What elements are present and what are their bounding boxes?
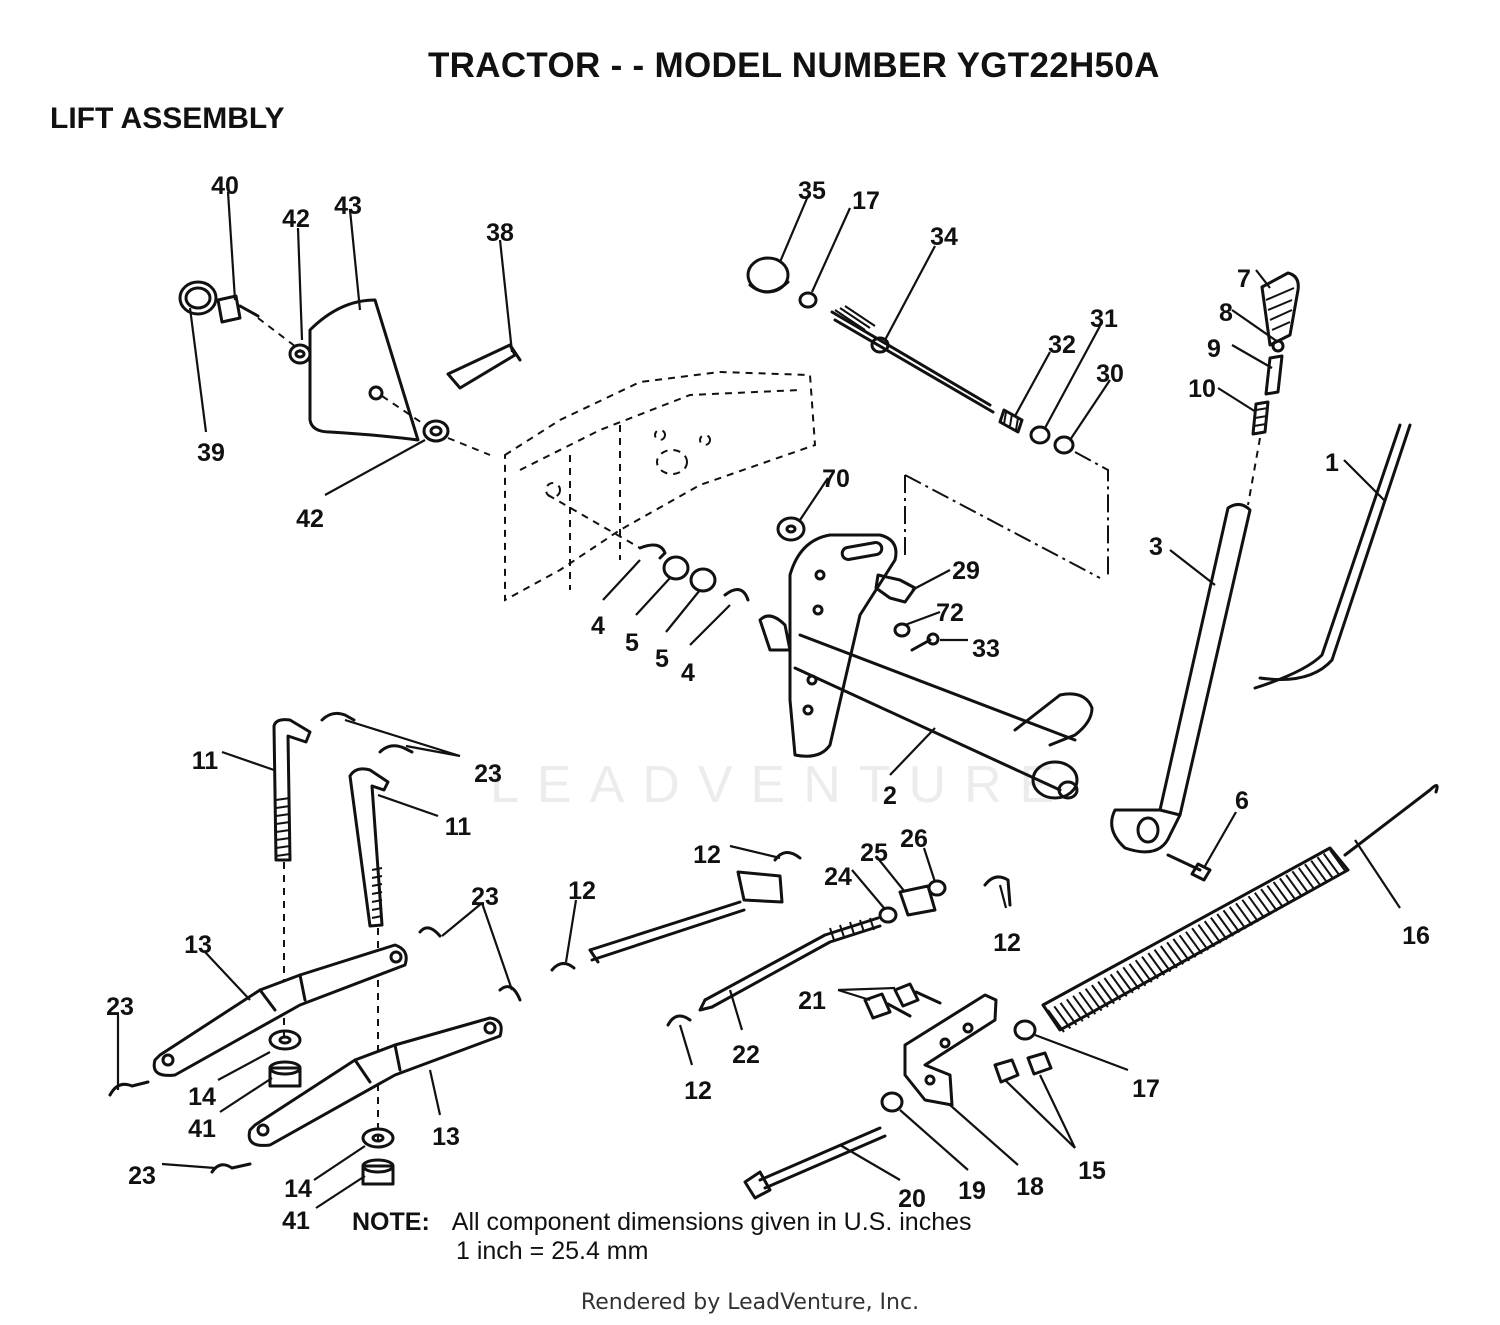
adjust-rod-group: [746, 256, 1109, 579]
lift-handle-group: [1110, 271, 1300, 854]
callout-33: 33: [972, 635, 1000, 663]
page-title: TRACTOR - - MODEL NUMBER YGT22H50A: [428, 46, 1160, 85]
callout-39: 39: [197, 439, 225, 467]
callout-24: 24: [824, 863, 852, 891]
callout-18: 18: [1016, 1173, 1044, 1201]
callout-6: 6: [1235, 787, 1249, 815]
bolt-6: [1166, 853, 1212, 882]
callout-14: 14: [188, 1083, 216, 1111]
spring-bracket-group: [743, 784, 1439, 1200]
callout-12: 12: [568, 877, 596, 905]
callout-2: 2: [883, 782, 897, 810]
callout-23: 23: [128, 1162, 156, 1190]
callout-1: 1: [1325, 449, 1339, 477]
footer-credit: Rendered by LeadVenture, Inc.: [580, 1290, 920, 1315]
callout-23: 23: [471, 883, 499, 911]
callout-13: 13: [184, 931, 212, 959]
callout-11: 11: [445, 813, 472, 841]
callout-12: 12: [693, 841, 721, 869]
callout-13: 13: [432, 1123, 460, 1151]
callout-10: 10: [1188, 375, 1216, 403]
callout-8: 8: [1219, 299, 1233, 327]
callout-41: 41: [188, 1115, 216, 1143]
assembly-subtitle: LIFT ASSEMBLY: [50, 102, 285, 135]
callout-32: 32: [1048, 331, 1076, 359]
leader-lines: [116, 191, 1401, 1209]
callout-12: 12: [684, 1077, 712, 1105]
callout-35: 35: [798, 177, 826, 205]
callout-41: 41: [282, 1207, 310, 1235]
note-label: NOTE:: [352, 1208, 430, 1236]
callout-25: 25: [860, 839, 888, 867]
callout-23: 23: [106, 993, 134, 1021]
cover-group: [178, 280, 491, 456]
callout-40: 40: [211, 172, 239, 200]
rod-1: [1253, 423, 1412, 690]
callout-38: 38: [486, 219, 514, 247]
callout-30: 30: [1096, 360, 1124, 388]
lift-arms-group: [152, 943, 503, 1186]
linkage-group: [550, 851, 1012, 1027]
callout-12: 12: [993, 929, 1021, 957]
callout-15: 15: [1078, 1157, 1106, 1185]
callout-21: 21: [798, 987, 826, 1015]
lift-shaft-group: [547, 494, 1094, 800]
callout-22: 22: [732, 1041, 760, 1069]
callout-70: 70: [822, 465, 850, 493]
frame-outline: [504, 370, 817, 602]
callout-9: 9: [1207, 335, 1221, 363]
callout-23: 23: [474, 760, 502, 788]
callout-4: 4: [681, 659, 695, 687]
callout-5: 5: [625, 629, 639, 657]
callout-29: 29: [952, 557, 980, 585]
note-line-2: 1 inch = 25.4 mm: [456, 1237, 649, 1265]
watermark-text: LEADVENTURE: [490, 756, 1073, 814]
note-line-1: All component dimensions given in U.S. i…: [451, 1208, 972, 1236]
callout-16: 16: [1402, 922, 1430, 950]
callout-17: 17: [1132, 1075, 1160, 1103]
callout-20: 20: [898, 1185, 926, 1213]
callout-14: 14: [284, 1175, 312, 1203]
callout-5: 5: [655, 645, 669, 673]
clip-38: [446, 343, 522, 390]
callout-4: 4: [591, 612, 605, 640]
callout-26: 26: [900, 825, 928, 853]
dimension-note: NOTE: All component dimensions given in U…: [352, 1208, 972, 1266]
callout-19: 19: [958, 1177, 986, 1205]
callout-72: 72: [936, 599, 964, 627]
callout-42: 42: [296, 505, 324, 533]
callout-3: 3: [1149, 533, 1163, 561]
callout-17: 17: [852, 187, 880, 215]
lift-links-group: [108, 711, 522, 1174]
callout-43: 43: [334, 192, 362, 220]
callout-34: 34: [930, 223, 958, 251]
callout-7: 7: [1237, 265, 1251, 293]
callout-42: 42: [282, 205, 310, 233]
callout-11: 11: [192, 747, 219, 775]
callout-31: 31: [1090, 305, 1118, 333]
